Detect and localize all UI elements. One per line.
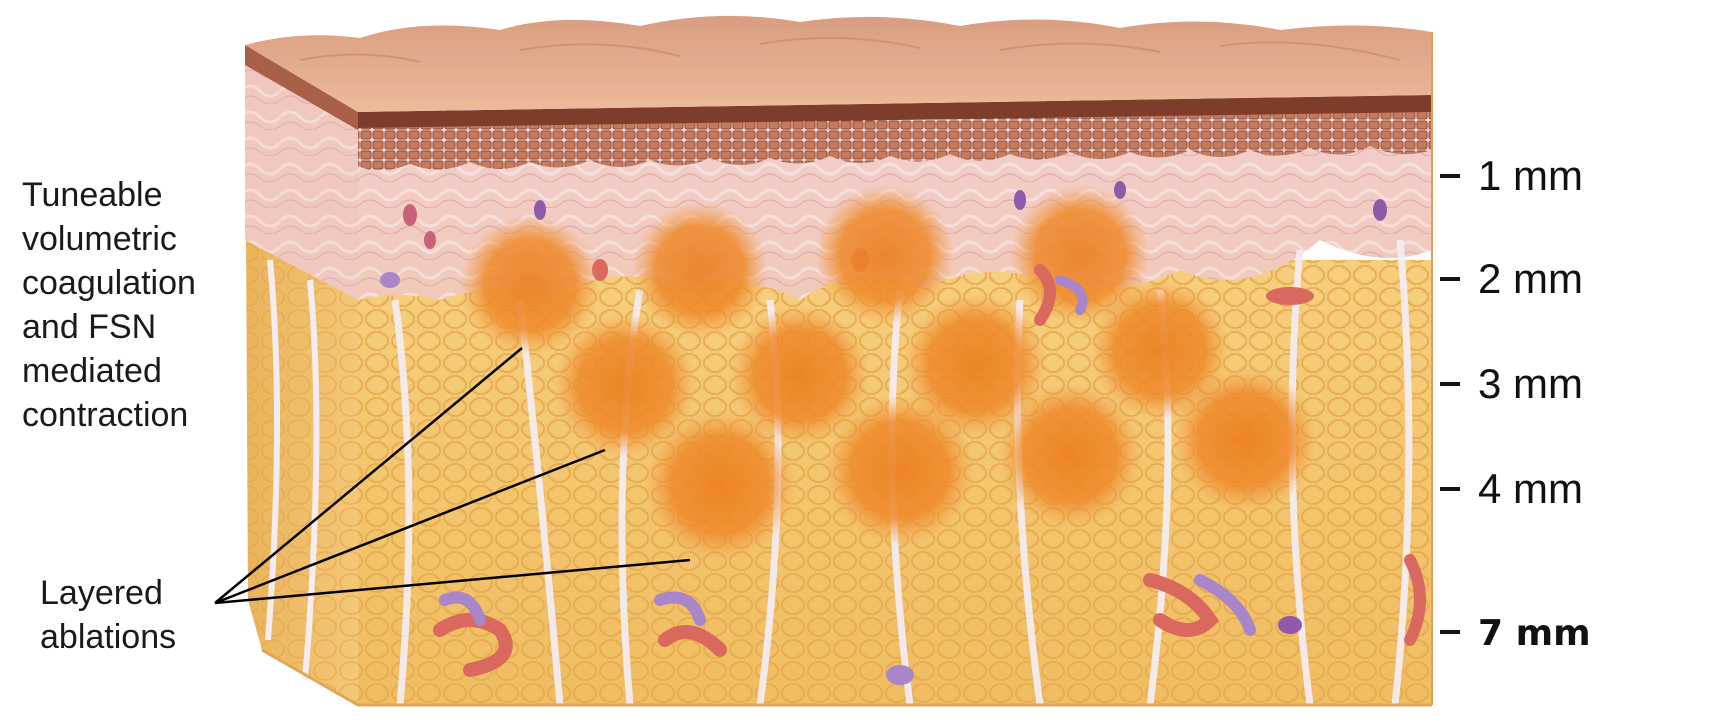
depth-tick: 7 mm xyxy=(1440,613,1591,654)
layered-ablations-label: Layered ablations xyxy=(40,574,176,656)
depth-scale: 1 mm 2 mm 3 mm 4 mm 7 mm xyxy=(1440,152,1591,654)
main-label-line: mediated xyxy=(22,352,162,390)
main-label-line: Tuneable xyxy=(22,176,163,214)
depth-tick: 4 mm xyxy=(1440,465,1583,512)
depth-tick: 3 mm xyxy=(1440,360,1583,407)
main-label: Tuneable volumetric coagulation and FSN … xyxy=(22,176,205,434)
depth-tick-label: 1 mm xyxy=(1478,152,1583,199)
depth-tick: 2 mm xyxy=(1440,255,1583,302)
depth-tick: 1 mm xyxy=(1440,152,1583,199)
block-front-face xyxy=(358,95,1498,710)
main-label-line: contraction xyxy=(22,396,188,434)
depth-tick-label: 3 mm xyxy=(1478,360,1583,407)
depth-tick-label: 7 mm xyxy=(1478,613,1591,654)
depth-tick-label: 2 mm xyxy=(1478,255,1583,302)
main-label-line: coagulation xyxy=(22,264,196,302)
pointer-label-line: Layered xyxy=(40,574,163,612)
skin-surface xyxy=(245,16,1432,112)
main-label-line: volumetric xyxy=(22,220,177,258)
block-side-face xyxy=(245,45,358,705)
depth-tick-label: 4 mm xyxy=(1478,465,1583,512)
main-label-line: and FSN xyxy=(22,308,156,346)
pointer-label-line: ablations xyxy=(40,618,176,656)
